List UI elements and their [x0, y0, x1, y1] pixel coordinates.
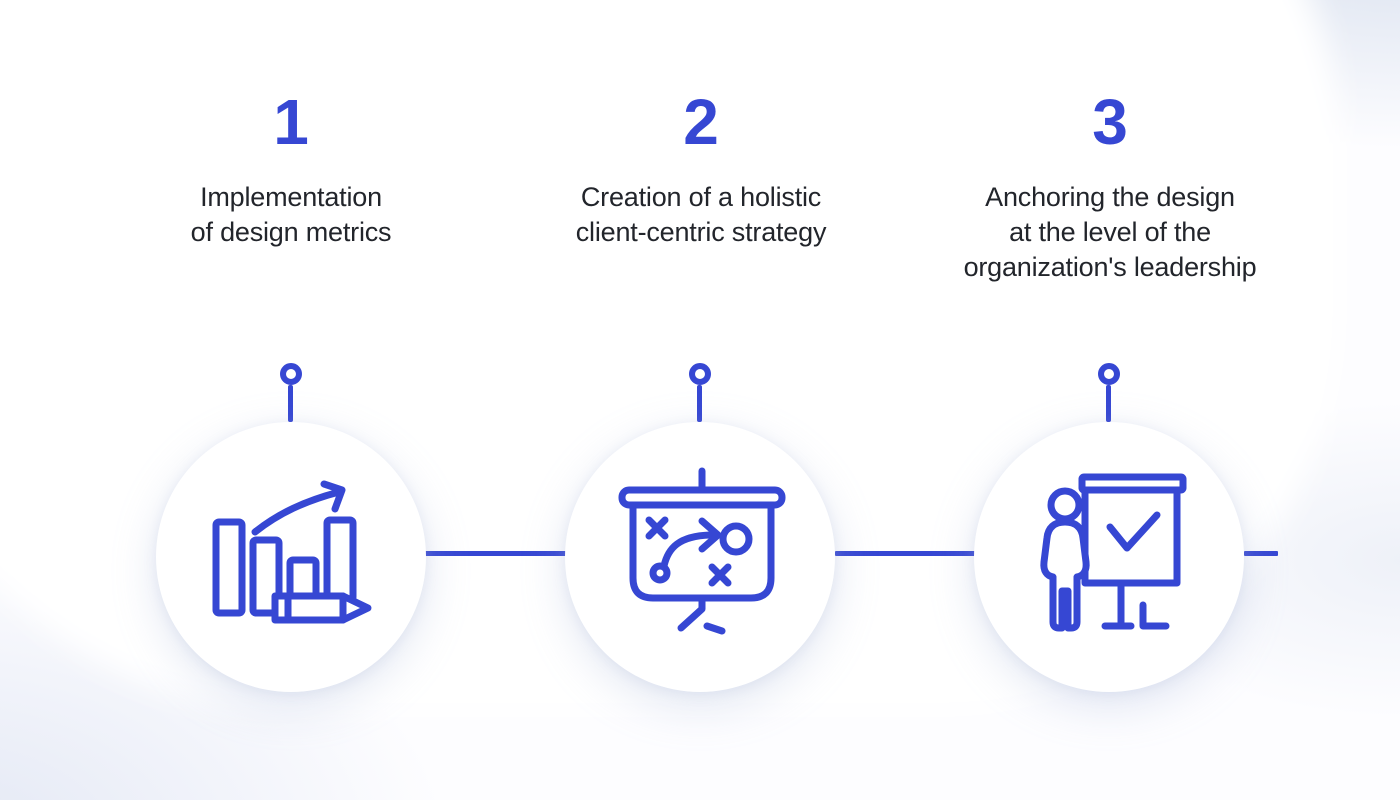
step-1-number: 1	[273, 86, 309, 158]
strategy-board-icon	[618, 467, 786, 635]
step-2-pin-stem	[697, 385, 702, 422]
step-3-pin-icon	[1098, 363, 1120, 385]
step-3-label: Anchoring the design at the level of the…	[963, 182, 1257, 283]
connector-line-2	[835, 551, 978, 556]
step-2-header: 2 Creation of a holistic client-centric …	[501, 90, 901, 250]
presenter-checkmark-board-icon	[1040, 473, 1187, 632]
step-3-pin-stem	[1106, 385, 1111, 422]
step-1-label: Implementation of design metrics	[190, 182, 392, 248]
connector-line-1	[425, 551, 567, 556]
step-2-pin-icon	[689, 363, 711, 385]
step-1-pin-icon	[280, 363, 302, 385]
step-3-header: 3 Anchoring the design at the level of t…	[910, 90, 1310, 285]
step-3-number: 3	[1092, 86, 1128, 158]
step-2-number: 2	[683, 86, 719, 158]
step-1-header: 1 Implementation of design metrics	[91, 90, 491, 250]
connector-line-3	[1244, 551, 1278, 556]
step-1-pin-stem	[288, 385, 293, 422]
bar-chart-growth-pencil-icon	[212, 480, 372, 624]
step-2-label: Creation of a holistic client-centric st…	[575, 182, 827, 248]
